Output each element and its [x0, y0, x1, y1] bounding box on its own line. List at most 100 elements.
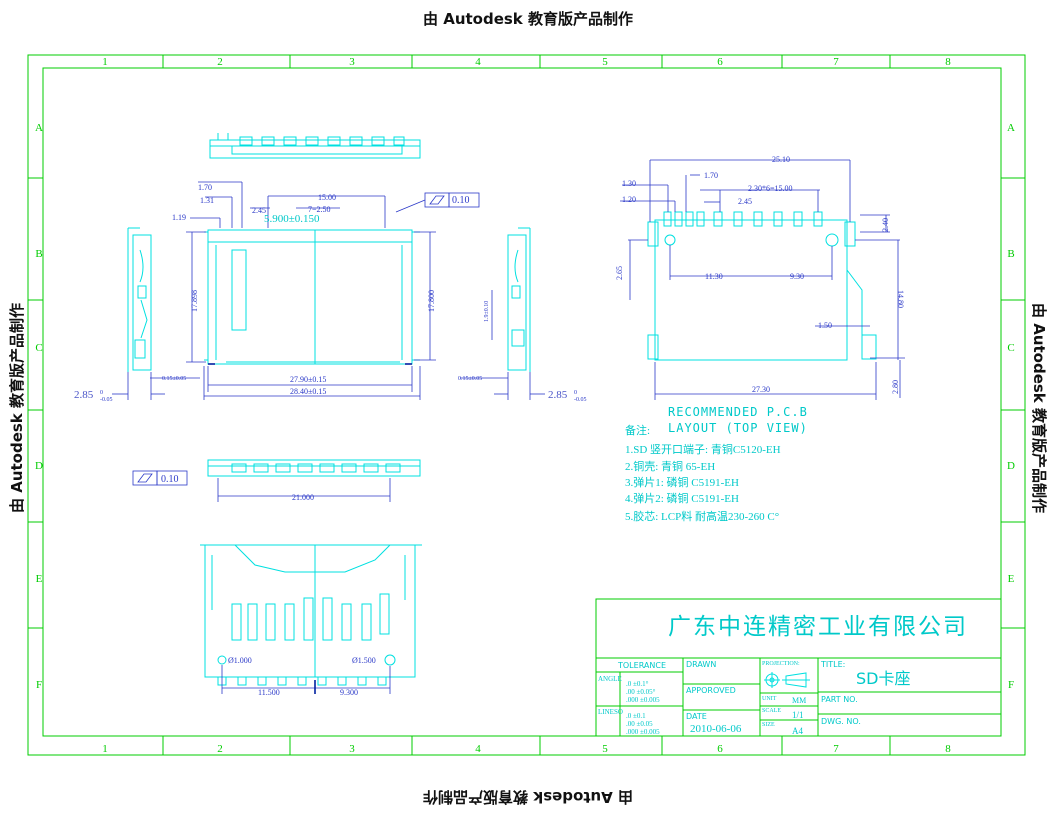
pcb-dim-2-45: 2.45 [738, 197, 752, 206]
dim-left-2-85: 2.85 [74, 389, 94, 401]
pcb-layout: 25.10 1.30 1.70 1.20 2.30*6=15.00 2.45 2… [615, 155, 905, 435]
pcb-dim-2-80: 2.80 [891, 380, 900, 394]
tol-left-up: 0 [100, 390, 103, 396]
date-value: 2010-06-06 [690, 723, 742, 735]
approved-label: APPOROVED [686, 686, 736, 695]
mid-flatness-icon [137, 473, 153, 483]
angle-label: ANGLE [598, 675, 622, 683]
row-label-d-r: D [1007, 460, 1015, 472]
flatness-icon [429, 195, 445, 205]
dim-28-40: 28.40±0.15 [290, 387, 326, 396]
projection-label: PROJECTION: [762, 661, 800, 667]
dim-center-5-900: 5.900±0.150 [264, 213, 320, 225]
row-label-a: A [35, 122, 43, 134]
pcb-dim-11-30: 11.30 [705, 272, 723, 281]
pcb-dim-1-20: 1.20 [622, 195, 636, 204]
mid-dim-21-000: 21.000 [292, 493, 314, 502]
scale-label: SCALE [762, 708, 781, 714]
mid-flatness-value: 0.10 [161, 474, 179, 485]
hole-dia-2: Ø1.500 [352, 656, 376, 665]
lineso-label: LINESO [598, 708, 623, 716]
dim-15-00: 15.00 [318, 193, 336, 202]
top-edge-view [209, 133, 421, 159]
mid-flatness-symbol-box [132, 470, 158, 486]
flatness-symbol-box [424, 192, 450, 208]
notes: 备注: 1.SD 竖开口端子: 青铜C5120-EH 2.铜壳: 青铜 65-E… [625, 423, 781, 523]
flatness-value-box [448, 192, 480, 208]
front-view: 0.10 1.70 1.31 1.19 2.45 15.00 7=2.50 5.… [172, 181, 480, 400]
title-label: TITLE: [820, 660, 845, 669]
col-label-2b: 2 [217, 743, 223, 755]
partno-label: PART NO. [821, 695, 858, 704]
col-label-5b: 5 [602, 743, 608, 755]
pcb-dim-25-10: 25.10 [772, 155, 790, 164]
date-label: DATE [686, 712, 707, 721]
col-label-5: 5 [602, 56, 608, 68]
size-label: SIZE [762, 722, 775, 728]
pcb-caption-2: LAYOUT (TOP VIEW) [668, 421, 808, 435]
dim-right-small: 1.9±0.10 [484, 301, 490, 322]
watermark-right: 由 Autodesk 教育版产品制作 [1030, 303, 1048, 513]
col-label-6: 6 [717, 56, 723, 68]
row-label-b: B [35, 248, 42, 260]
pcb-dim-2-40: 2.40 [881, 218, 890, 232]
col-label-7b: 7 [833, 743, 839, 755]
dim-1-31: 1.31 [200, 196, 214, 205]
row-label-d: D [35, 460, 43, 472]
angle-val-2: .00 ±0.05° [626, 688, 656, 696]
inner-border [42, 67, 1002, 737]
row-label-f: F [36, 679, 42, 691]
row-label-e: E [36, 573, 43, 585]
dwgno-label: DWG. NO. [821, 717, 861, 726]
dim-7-2-50: 7=2.50 [308, 205, 331, 214]
note-5: 5.胶芯: LCP料 耐高温230-260 C° [625, 509, 779, 523]
bottom-dim-9-300: 9.300 [340, 688, 358, 697]
notes-heading: 备注: [625, 423, 650, 437]
flatness-value: 0.10 [452, 195, 470, 206]
mid-side-view: 0.10 21.000 [132, 459, 421, 502]
row-label-f-r: F [1008, 679, 1014, 691]
watermark-left: 由 Autodesk 教育版产品制作 [8, 303, 26, 513]
col-label-3b: 3 [349, 743, 355, 755]
col-label-4: 4 [475, 56, 481, 68]
pcb-dim-2-65: 2.65 [615, 266, 624, 280]
row-label-c: C [35, 342, 42, 354]
pcb-caption-1: RECOMMENDED P.C.B [668, 405, 808, 419]
bottom-view: Ø1.000 Ø1.500 11.500 9.300 [200, 544, 422, 697]
pcb-dim-27-30: 27.30 [752, 385, 770, 394]
col-label-2: 2 [217, 56, 223, 68]
tol-right-up: 0 [574, 390, 577, 396]
dim-27-90: 27.90±0.15 [290, 375, 326, 384]
pcb-dim-2-30: 2.30*6=15.00 [748, 184, 793, 193]
tol-left-dn: -0.05 [100, 397, 113, 403]
col-label-1b: 1 [102, 743, 108, 755]
hole-dia-1: Ø1.000 [228, 656, 252, 665]
col-label-3: 3 [349, 56, 355, 68]
line-val-3: .000 ±0.005 [626, 728, 660, 736]
part-title: SD卡座 [856, 669, 910, 688]
note-4: 4.弹片2: 磷铜 C5191-EH [625, 491, 739, 505]
pcb-dim-1-50: 1.50 [818, 321, 832, 330]
line-val-2: .00 ±0.05 [626, 720, 653, 728]
unit-value: MM [792, 696, 806, 705]
row-label-e-r: E [1008, 573, 1015, 585]
row-label-c-r: C [1007, 342, 1014, 354]
pcb-dim-9-30: 9.30 [790, 272, 804, 281]
tolerance-label: TOLERANCE [617, 661, 666, 670]
row-label-a-r: A [1007, 122, 1015, 134]
dim-17-800: 17.800 [427, 290, 436, 312]
dim-left-0-15: 0.15±0.05 [162, 376, 186, 382]
note-1: 1.SD 竖开口端子: 青铜C5120-EH [625, 442, 781, 456]
note-2: 2.铜壳: 青铜 65-EH [625, 459, 715, 473]
dim-1-19: 1.19 [172, 213, 186, 222]
line-val-1: .0 ±0.1 [626, 712, 646, 720]
watermark-top: 由 Autodesk 教育版产品制作 [423, 10, 633, 28]
right-side-view: 2.85 0 -0.05 0.15±0.05 1.9±0.10 [458, 227, 587, 403]
col-label-6b: 6 [717, 743, 723, 755]
col-label-7: 7 [833, 56, 839, 68]
col-label-4b: 4 [475, 743, 481, 755]
outer-border [27, 54, 1026, 756]
company-name: 广东中连精密工业有限公司 [668, 614, 968, 640]
